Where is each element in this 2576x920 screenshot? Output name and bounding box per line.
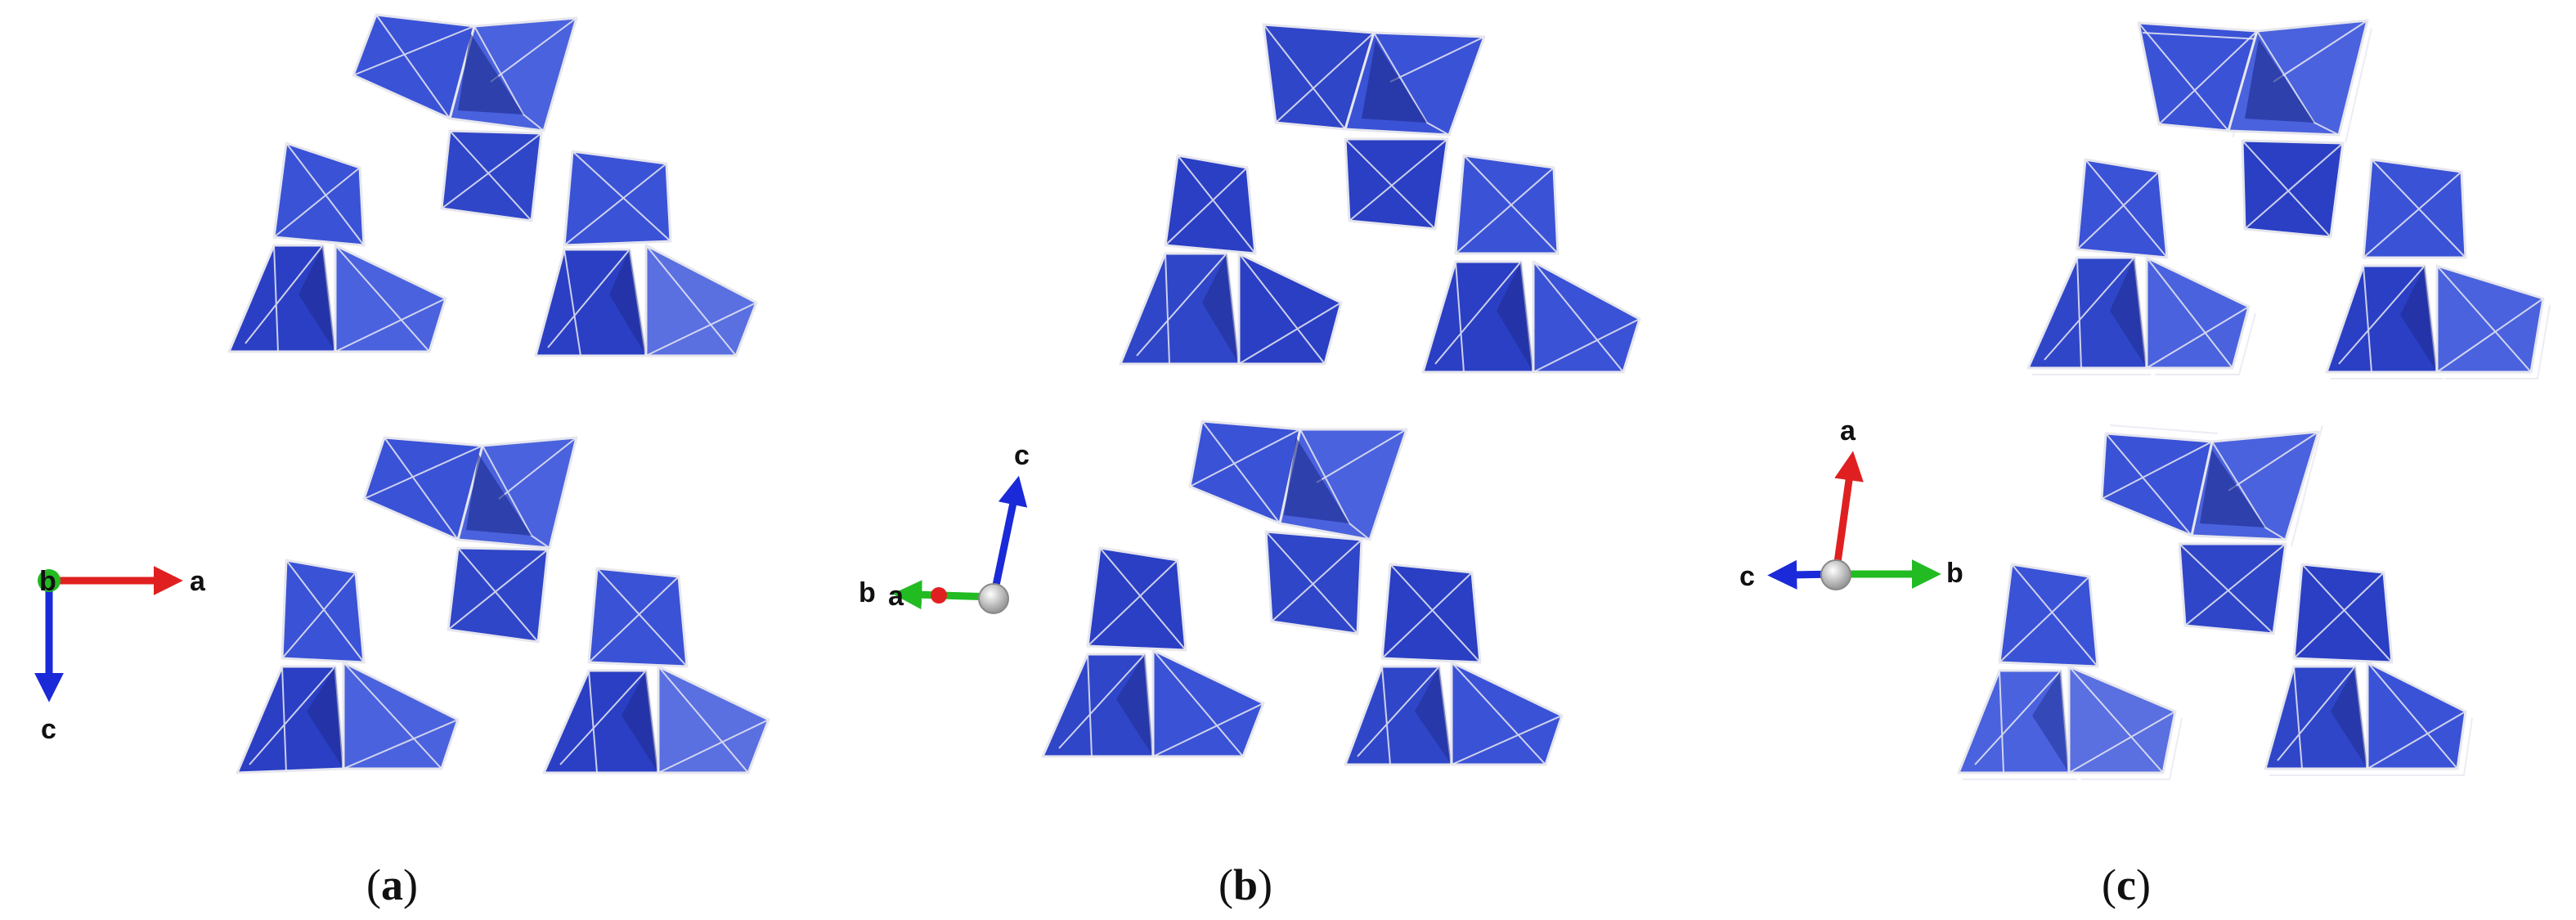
panel-a: b a c (a) xyxy=(34,13,770,909)
tetrahedron-icon xyxy=(2227,19,2372,144)
axis-indicator: c b a xyxy=(859,440,1030,614)
axis-label-c: c xyxy=(41,714,56,745)
axis-label-b: b xyxy=(859,577,876,608)
axis-label-a: a xyxy=(190,566,206,597)
tetrahedron-icon xyxy=(2241,139,2345,239)
tetrahedron-icon xyxy=(2366,661,2473,776)
tetrahedron-icon xyxy=(236,665,345,774)
tetrahedron-icon xyxy=(342,661,460,770)
panel-caption-c: (c) xyxy=(2102,860,2151,909)
tetrahedron-icon xyxy=(1344,31,1486,137)
axis-label-a: a xyxy=(1840,415,1856,447)
tetrahedron-icon xyxy=(1041,653,1155,758)
tetrahedron-icon xyxy=(272,141,366,247)
tetrahedron-icon xyxy=(1380,563,1482,664)
tetrahedron-icon xyxy=(1344,665,1453,766)
tetrahedron-icon xyxy=(1164,154,1257,255)
tetrahedron-icon xyxy=(2026,256,2151,375)
panel-caption-a: (a) xyxy=(366,860,418,909)
tetrahedron-icon xyxy=(1957,669,2077,780)
tetrahedron-icon xyxy=(563,150,672,247)
axis-indicator: b a c xyxy=(34,566,206,745)
tetrahedron-icon xyxy=(644,244,758,357)
axis-a-marker-icon xyxy=(931,587,947,604)
tetrahedron-icon xyxy=(2178,542,2287,635)
tetrahedron-icon xyxy=(2145,256,2256,375)
polyhedra-group xyxy=(1041,23,1641,766)
axis-label-a: a xyxy=(888,581,904,612)
tetrahedron-icon xyxy=(2325,264,2444,379)
tetrahedron-icon xyxy=(1119,252,1241,366)
tetrahedron-icon xyxy=(2362,158,2467,259)
axis-a-arrow-icon xyxy=(1832,451,1864,575)
tetrahedron-icon xyxy=(534,248,648,357)
tetrahedron-icon xyxy=(587,567,689,668)
axis-label-c: c xyxy=(1739,561,1755,592)
tetrahedron-icon xyxy=(1086,546,1187,652)
tetrahedron-icon xyxy=(334,244,447,353)
tetrahedron-icon xyxy=(1998,563,2099,668)
tetrahedron-icon xyxy=(1237,252,1343,366)
tetrahedron-icon xyxy=(1344,137,1449,231)
tetrahedron-icon xyxy=(1421,260,1535,374)
tetrahedron-icon xyxy=(657,665,770,774)
tetrahedron-icon xyxy=(280,559,366,664)
axis-label-c: c xyxy=(1014,440,1030,471)
tetrahedron-icon xyxy=(2076,158,2169,259)
tetrahedron-icon xyxy=(440,129,543,222)
axis-label-b: b xyxy=(39,566,56,597)
axis-origin-icon xyxy=(1820,559,1851,590)
tetrahedron-icon xyxy=(1450,661,1564,766)
polyhedra-group xyxy=(1957,19,2551,780)
tetrahedron-icon xyxy=(2435,264,2551,379)
tetrahedron-icon xyxy=(448,16,578,132)
tetrahedron-icon xyxy=(447,546,550,644)
tetrahedron-icon xyxy=(1532,260,1641,374)
tetrahedron-icon xyxy=(1278,428,1408,541)
axis-c-arrow-icon xyxy=(990,475,1028,598)
tetrahedron-icon xyxy=(2067,665,2183,780)
tetrahedron-icon xyxy=(2190,424,2323,547)
tetrahedron-icon xyxy=(1454,154,1560,255)
tetrahedron-icon xyxy=(1264,530,1363,635)
axis-origin-icon xyxy=(978,583,1009,614)
tetrahedron-icon xyxy=(2292,563,2394,664)
panel-c: a c b (c) xyxy=(1739,19,2551,909)
panel-b: c b a (b) xyxy=(859,23,1641,909)
tetrahedron-icon xyxy=(227,244,337,353)
polyhedra-group xyxy=(227,13,770,774)
tetrahedron-icon xyxy=(2264,665,2376,776)
axis-b-origin-icon xyxy=(38,569,61,592)
axis-indicator: a c b xyxy=(1739,415,1963,592)
panel-caption-b: (b) xyxy=(1218,860,1272,909)
tetrahedron-icon xyxy=(1151,648,1265,758)
tetrahedron-icon xyxy=(542,669,660,774)
axis-label-b: b xyxy=(1946,558,1963,589)
tetrahedron-icon xyxy=(456,436,578,550)
